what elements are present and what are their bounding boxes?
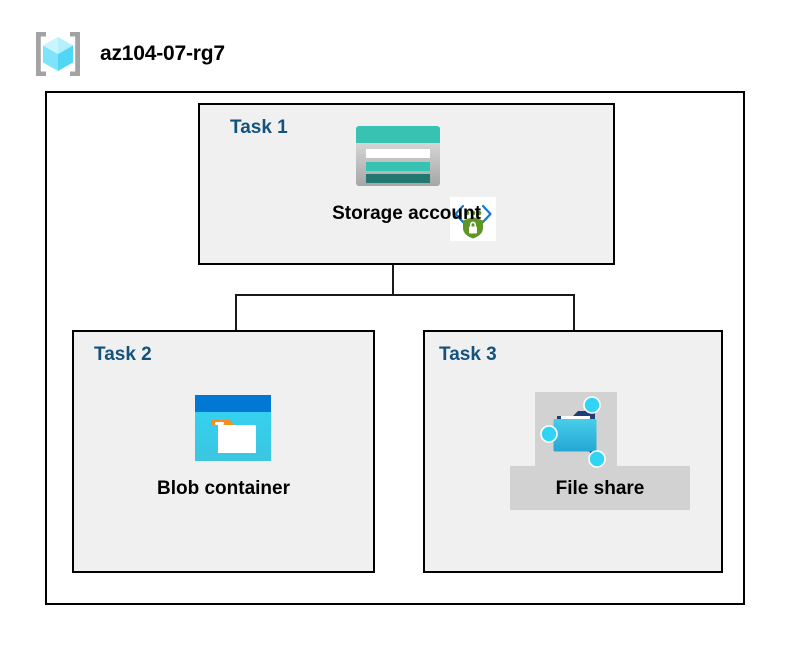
connector-storage-to-split (392, 236, 394, 296)
blob-container-icon[interactable] (194, 394, 272, 462)
connector-horizontal-bar (235, 294, 575, 296)
file-share-icon[interactable] (535, 392, 617, 472)
blob-container-caption: Blob container (156, 478, 290, 499)
resource-group-title: az104-07-rg7 (100, 42, 225, 65)
task-2-label: Task 2 (94, 344, 152, 365)
resource-group-icon (30, 29, 86, 79)
file-share-caption: File share (555, 478, 645, 499)
task-1-label: Task 1 (230, 117, 288, 138)
task-1-box[interactable]: Task 1 (198, 103, 615, 265)
task-3-label: Task 3 (439, 344, 497, 365)
resource-group-header: az104-07-rg7 (30, 28, 350, 80)
secure-endpoint-icon[interactable] (450, 197, 496, 241)
storage-account-icon[interactable] (355, 125, 441, 187)
storage-account-caption: Storage account (332, 203, 481, 224)
task-3-box[interactable]: Task 3 (423, 330, 723, 573)
task-2-box[interactable]: Task 2 Blob container (72, 330, 375, 573)
file-share-caption-highlight (510, 466, 690, 510)
